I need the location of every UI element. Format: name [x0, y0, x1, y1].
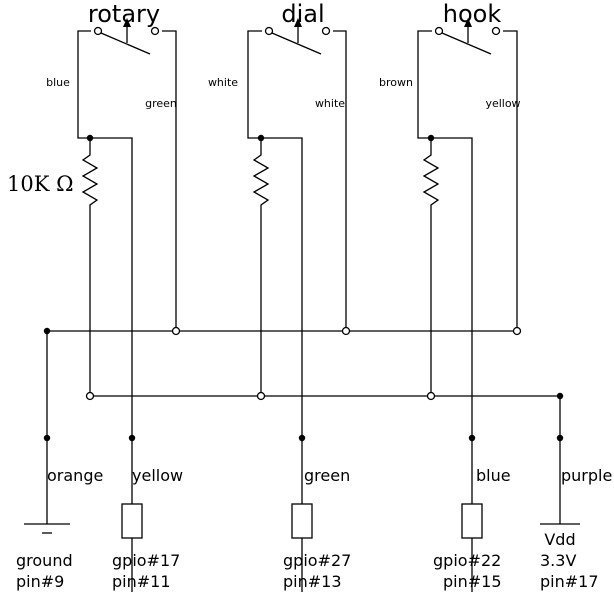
switch-title-dial: dial — [281, 0, 324, 28]
label-gpio27-pin: pin#13 — [283, 572, 342, 591]
switch-rotary-blade — [100, 32, 151, 55]
switch-hook-blade — [441, 32, 492, 55]
switch-dial-blade — [271, 32, 322, 55]
ground-bus — [43, 326, 522, 524]
node-resistor-2-top — [257, 134, 265, 142]
label-vdd-pin: pin#17 — [540, 572, 599, 591]
vdd-symbol-label: Vdd — [544, 530, 575, 549]
switch-hook-arrow-icon — [464, 18, 472, 27]
pin-gpio17-connector — [121, 503, 143, 539]
ground-symbol-icon — [24, 523, 70, 534]
label-gpio17-pin: pin#11 — [112, 572, 171, 591]
switch-title-rotary: rotary — [88, 0, 160, 28]
resistor-1-zigzag — [81, 138, 99, 396]
wire-color-gpio22: blue — [476, 466, 511, 485]
vdd-bus — [85, 391, 564, 524]
switch-title-hook: hook — [443, 0, 502, 28]
wire-label-hook-right: yellow — [485, 97, 520, 110]
switch-hook-left-lead — [417, 30, 473, 592]
resistor-3-zigzag — [422, 138, 440, 396]
terminal-ground-rotary — [171, 326, 181, 336]
wire-color-gpio27: green — [304, 466, 350, 485]
label-ground-pin: pin#9 — [16, 572, 64, 591]
wire-color-gpio17: yellow — [132, 466, 183, 485]
switch-rotary-contact-left — [93, 26, 103, 36]
wire-label-hook-left: brown — [379, 76, 413, 89]
switch-dial: dial white white — [208, 0, 347, 592]
label-gpio27-name: gpio#27 — [283, 551, 351, 570]
switch-dial-left-lead — [247, 30, 303, 592]
node-vdd-label — [556, 434, 564, 442]
terminal-vdd-r3 — [426, 391, 436, 401]
pin-gpio27-connector — [291, 503, 313, 539]
label-ground-name: ground — [16, 551, 73, 570]
node-ground-bus-start — [43, 327, 51, 335]
wire-label-rotary-left: blue — [46, 76, 70, 89]
switch-rotary: rotary blue green — [46, 0, 177, 592]
switch-rotary-contact-right — [150, 26, 160, 36]
node-vdd-bus-end — [556, 392, 564, 400]
switch-hook-right-lead — [503, 30, 518, 331]
wire-label-rotary-right: green — [145, 97, 177, 110]
switch-rotary-left-lead — [77, 30, 133, 592]
wire-label-dial-left: white — [208, 76, 238, 89]
switch-hook-contact-left — [434, 26, 444, 36]
switch-dial-right-lead — [333, 30, 347, 331]
pin-gpio22-connector — [461, 503, 483, 539]
switch-dial-contact-left — [264, 26, 274, 36]
label-gpio17-name: gpio#17 — [112, 551, 180, 570]
resistor-1 — [81, 134, 99, 396]
switch-rotary-right-lead — [162, 30, 177, 331]
wire-color-vdd: purple — [561, 466, 612, 485]
terminal-vdd-r2 — [256, 391, 266, 401]
resistor-2-zigzag — [252, 138, 270, 396]
node-resistor-1-top — [86, 134, 94, 142]
resistor-2 — [252, 134, 270, 396]
terminal-vdd-r1 — [85, 391, 95, 401]
node-gpio17-label — [128, 434, 136, 442]
wire-color-ground: orange — [47, 466, 103, 485]
label-gpio22-pin: pin#15 — [443, 572, 502, 591]
terminal-ground-hook — [512, 326, 522, 336]
switch-hook: hook brown yellow — [379, 0, 521, 592]
switch-hook-contact-right — [491, 26, 501, 36]
switch-dial-arrow-icon — [294, 18, 302, 27]
terminal-ground-dial — [341, 326, 351, 336]
node-resistor-3-top — [427, 134, 435, 142]
node-ground-label — [43, 434, 51, 442]
switch-rotary-arrow-icon — [123, 18, 131, 27]
node-gpio22-label — [468, 434, 476, 442]
label-vdd-voltage: 3.3V — [540, 551, 576, 570]
resistor-3 — [422, 134, 440, 396]
resistor-value-label: 10K Ω — [7, 172, 74, 196]
wire-label-dial-right: white — [315, 97, 345, 110]
switch-dial-contact-right — [321, 26, 331, 36]
label-gpio22-name: gpio#22 — [433, 551, 501, 570]
node-gpio27-label — [298, 434, 306, 442]
